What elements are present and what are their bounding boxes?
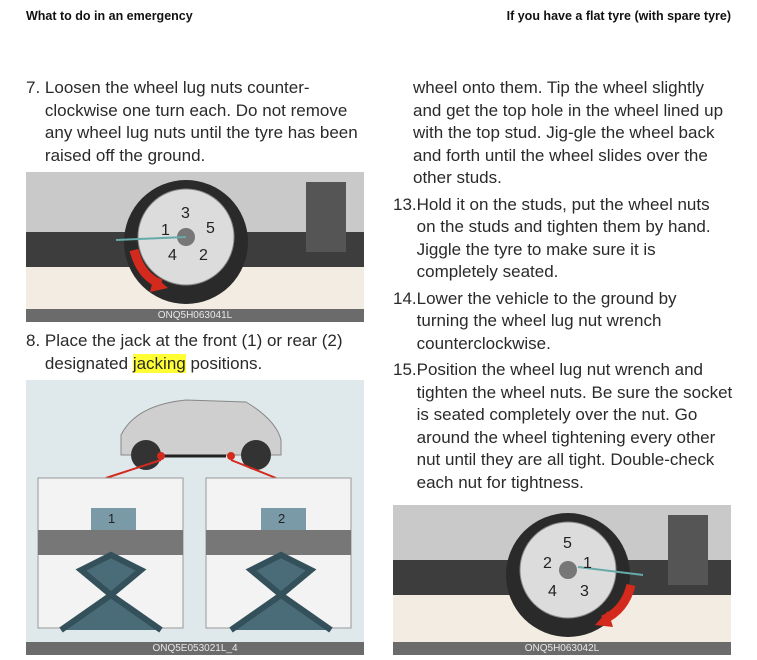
- step-number: 8.: [26, 331, 45, 350]
- left-column-step8: 8. Place the jack at the front (1) or re…: [26, 330, 366, 375]
- step-text: Place the jack at the front (1) or rear …: [45, 330, 366, 375]
- step-number: 14.: [393, 288, 417, 308]
- nut-label: 4: [168, 247, 177, 264]
- highlighted-word: jacking: [132, 353, 186, 373]
- figure-loosen-lug-nuts: 3 1 5 4 2 ONQ5H063041L: [26, 172, 364, 322]
- step-text: Loosen the wheel lug nuts counter-clockw…: [44, 78, 358, 165]
- step-number: 13.: [393, 194, 417, 214]
- nut-label: 2: [543, 555, 552, 572]
- figure-jacking-positions: 1 2 ONQ5E053021L_4: [26, 380, 364, 655]
- nut-label: 3: [181, 205, 190, 222]
- step-text-part: positions.: [185, 353, 263, 373]
- nut-label: 4: [548, 583, 557, 600]
- nut-label: 5: [206, 220, 215, 237]
- nut-label: 5: [563, 535, 572, 552]
- figure-caption: ONQ5H063042L: [393, 642, 731, 655]
- step-text: Hold it on the studs, put the wheel nuts…: [416, 194, 711, 282]
- step-14: 14.Lower the vehicle to the ground by tu…: [393, 288, 733, 356]
- step-number: 7.: [26, 78, 45, 97]
- header-section-title: What to do in an emergency: [26, 9, 193, 23]
- step-number: 15.: [393, 360, 417, 379]
- step-text-part: Place the jack at the front (1) or rear …: [44, 331, 343, 373]
- jack-point-label: 2: [278, 511, 286, 526]
- step-15: 15.Position the wheel lug nut wrench and…: [393, 359, 733, 494]
- nut-label: 1: [161, 222, 170, 239]
- step-7: 7. Loosen the wheel lug nuts counter-clo…: [26, 77, 366, 167]
- step-13: 13.Hold it on the studs, put the wheel n…: [393, 194, 733, 284]
- left-column: 7. Loosen the wheel lug nuts counter-clo…: [26, 77, 366, 167]
- nut-label: 3: [580, 583, 589, 600]
- step-text: Position the wheel lug nut wrench and ti…: [416, 360, 733, 492]
- header-page-title: If you have a flat tyre (with spare tyre…: [506, 9, 731, 23]
- step-8: 8. Place the jack at the front (1) or re…: [26, 330, 366, 375]
- step-text: Lower the vehicle to the ground by turni…: [416, 288, 677, 353]
- right-column: wheel onto them. Tip the wheel slightly …: [393, 77, 733, 494]
- step-12-continued: wheel onto them. Tip the wheel slightly …: [413, 78, 724, 187]
- nut-label: 1: [583, 555, 592, 572]
- jack-point-label: 1: [108, 511, 116, 526]
- figure-caption: ONQ5H063041L: [26, 309, 364, 322]
- figure-caption: ONQ5E053021L_4: [26, 642, 364, 655]
- nut-label: 2: [199, 247, 208, 264]
- figure-tighten-lug-nuts: 5 2 1 4 3 ONQ5H063042L: [393, 505, 731, 655]
